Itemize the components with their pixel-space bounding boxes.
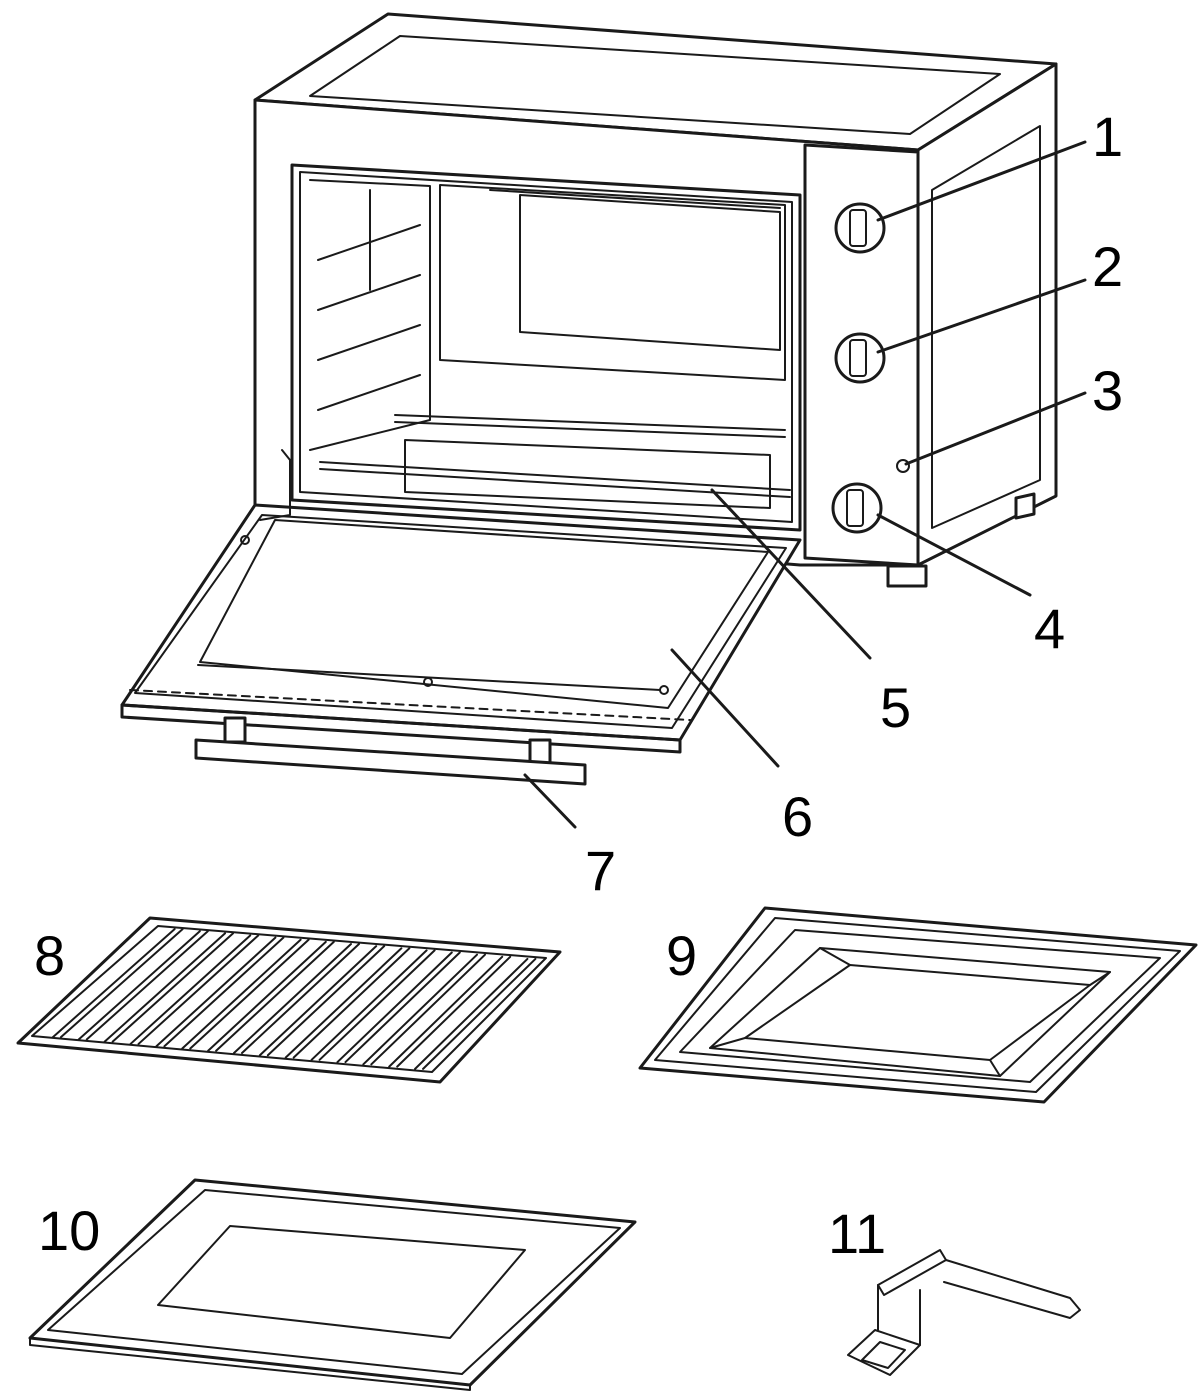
callout-9: 9: [666, 924, 697, 987]
rack-bar: [207, 940, 327, 1052]
enamel-tray: [638, 906, 1198, 1104]
rack-bar: [266, 945, 386, 1057]
callout-10: 10: [38, 1199, 100, 1262]
rack-bar: [103, 932, 226, 1043]
oven-door[interactable]: [120, 449, 802, 754]
door-handle[interactable]: [194, 716, 587, 786]
wire-rack: [16, 916, 562, 1084]
rack-bar: [85, 930, 209, 1041]
rack-bar: [59, 928, 184, 1039]
rack-bar: [233, 943, 352, 1054]
rack-bar: [362, 953, 478, 1066]
callout-3: 3: [1092, 359, 1123, 422]
rack-bar: [422, 957, 537, 1070]
rack-bar: [129, 934, 252, 1045]
timer-knob[interactable]: [831, 482, 883, 534]
rack-bar: [189, 938, 310, 1050]
callout-11: 11: [828, 1202, 886, 1265]
rack-bar: [155, 936, 277, 1048]
leader-lines: [523, 140, 1087, 829]
rack-bar: [414, 957, 529, 1070]
oven-body: [253, 12, 1058, 588]
crumb-tray: [28, 1178, 637, 1391]
indicator-light: [896, 459, 910, 473]
callout-5: 5: [880, 676, 911, 739]
rack-bar: [318, 949, 436, 1061]
rack-bar: [310, 949, 428, 1061]
callout-1: 1: [1092, 105, 1123, 168]
control-panel: [803, 143, 920, 567]
rack-bar: [344, 951, 461, 1064]
rack-bar: [284, 947, 403, 1059]
callout-6: 6: [782, 785, 813, 848]
rack-bar: [370, 953, 486, 1066]
rack-bar: [137, 934, 260, 1045]
temperature-knob[interactable]: [834, 202, 886, 254]
function-knob[interactable]: [834, 332, 886, 384]
rack-bar: [292, 947, 411, 1059]
rack-bar: [77, 930, 201, 1041]
rack-bar: [51, 928, 176, 1039]
rack-bar: [336, 951, 453, 1064]
callout-8: 8: [34, 924, 65, 987]
rack-bar: [388, 955, 504, 1068]
rack-bar: [241, 943, 360, 1054]
rack-bar: [181, 938, 302, 1050]
rack-bar: [163, 936, 285, 1048]
rack-bar: [258, 945, 378, 1057]
callout-7: 7: [585, 839, 616, 902]
rack-bar: [215, 940, 335, 1052]
callout-4: 4: [1034, 597, 1065, 660]
tray-handle: [847, 1249, 1081, 1376]
oven-cavity: [290, 163, 802, 532]
rack-bar: [111, 932, 234, 1043]
rack-bar: [396, 955, 512, 1068]
callout-2: 2: [1092, 235, 1123, 298]
